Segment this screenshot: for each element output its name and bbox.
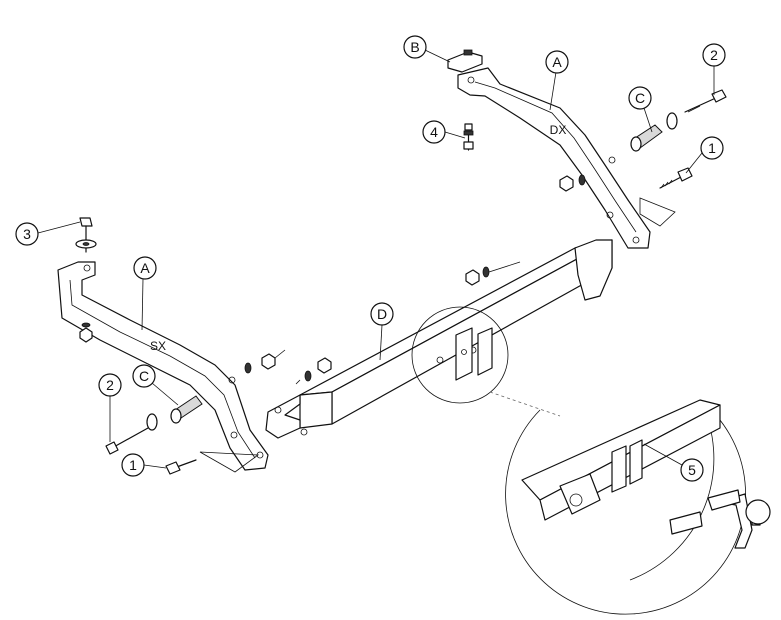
plate-b (447, 49, 483, 73)
left-gusset-plate (265, 394, 308, 439)
callout-a-left: A (133, 256, 157, 331)
callout-d: D (370, 302, 394, 361)
callout-1-right: 1 (685, 136, 724, 174)
svg-text:A: A (140, 260, 150, 276)
svg-text:5: 5 (688, 462, 696, 478)
svg-text:1: 1 (708, 140, 716, 156)
callout-b: B (403, 35, 451, 63)
bolt-4 (463, 123, 474, 151)
callout-2-left: 2 (98, 373, 122, 442)
nut-left-top (79, 322, 93, 343)
svg-text:D: D (377, 306, 387, 322)
callout-5: 5 (643, 443, 704, 482)
callout-c-left: C (132, 364, 179, 406)
bolt-2-right (684, 89, 727, 113)
bolt-1-right (659, 167, 693, 189)
dx-label: DX (550, 123, 567, 137)
svg-text:2: 2 (106, 377, 114, 393)
callout-c-right: C (628, 86, 653, 133)
callout-1-left: 1 (121, 453, 167, 477)
svg-text:3: 3 (23, 226, 31, 242)
bolt-1-left (165, 459, 197, 475)
bolt-3 (75, 217, 97, 253)
svg-text:A: A (552, 54, 562, 70)
svg-text:1: 1 (129, 457, 137, 473)
tow-ball (717, 493, 771, 549)
callout-4: 4 (422, 120, 466, 144)
callout-3: 3 (15, 221, 81, 246)
nuts-right (465, 174, 586, 286)
bolt-2-left (105, 427, 149, 455)
svg-text:C: C (635, 90, 645, 106)
sx-label: SX (150, 339, 166, 353)
spacer-c-right (630, 112, 678, 152)
svg-text:C: C (139, 368, 149, 384)
svg-text:B: B (410, 39, 419, 55)
spacer-c-left (146, 395, 203, 431)
svg-text:2: 2 (710, 47, 718, 63)
callout-2-right: 2 (702, 43, 726, 95)
detail-zoom-circle (411, 306, 771, 615)
right-bracket-a-dx: DX (457, 67, 676, 249)
nuts-left (244, 349, 332, 385)
svg-text:4: 4 (430, 124, 438, 140)
crossbeam-d (299, 239, 613, 429)
left-bracket-a-sx: SX (57, 261, 269, 473)
callout-a-right: A (545, 50, 569, 111)
hitch-bracket (455, 327, 493, 381)
